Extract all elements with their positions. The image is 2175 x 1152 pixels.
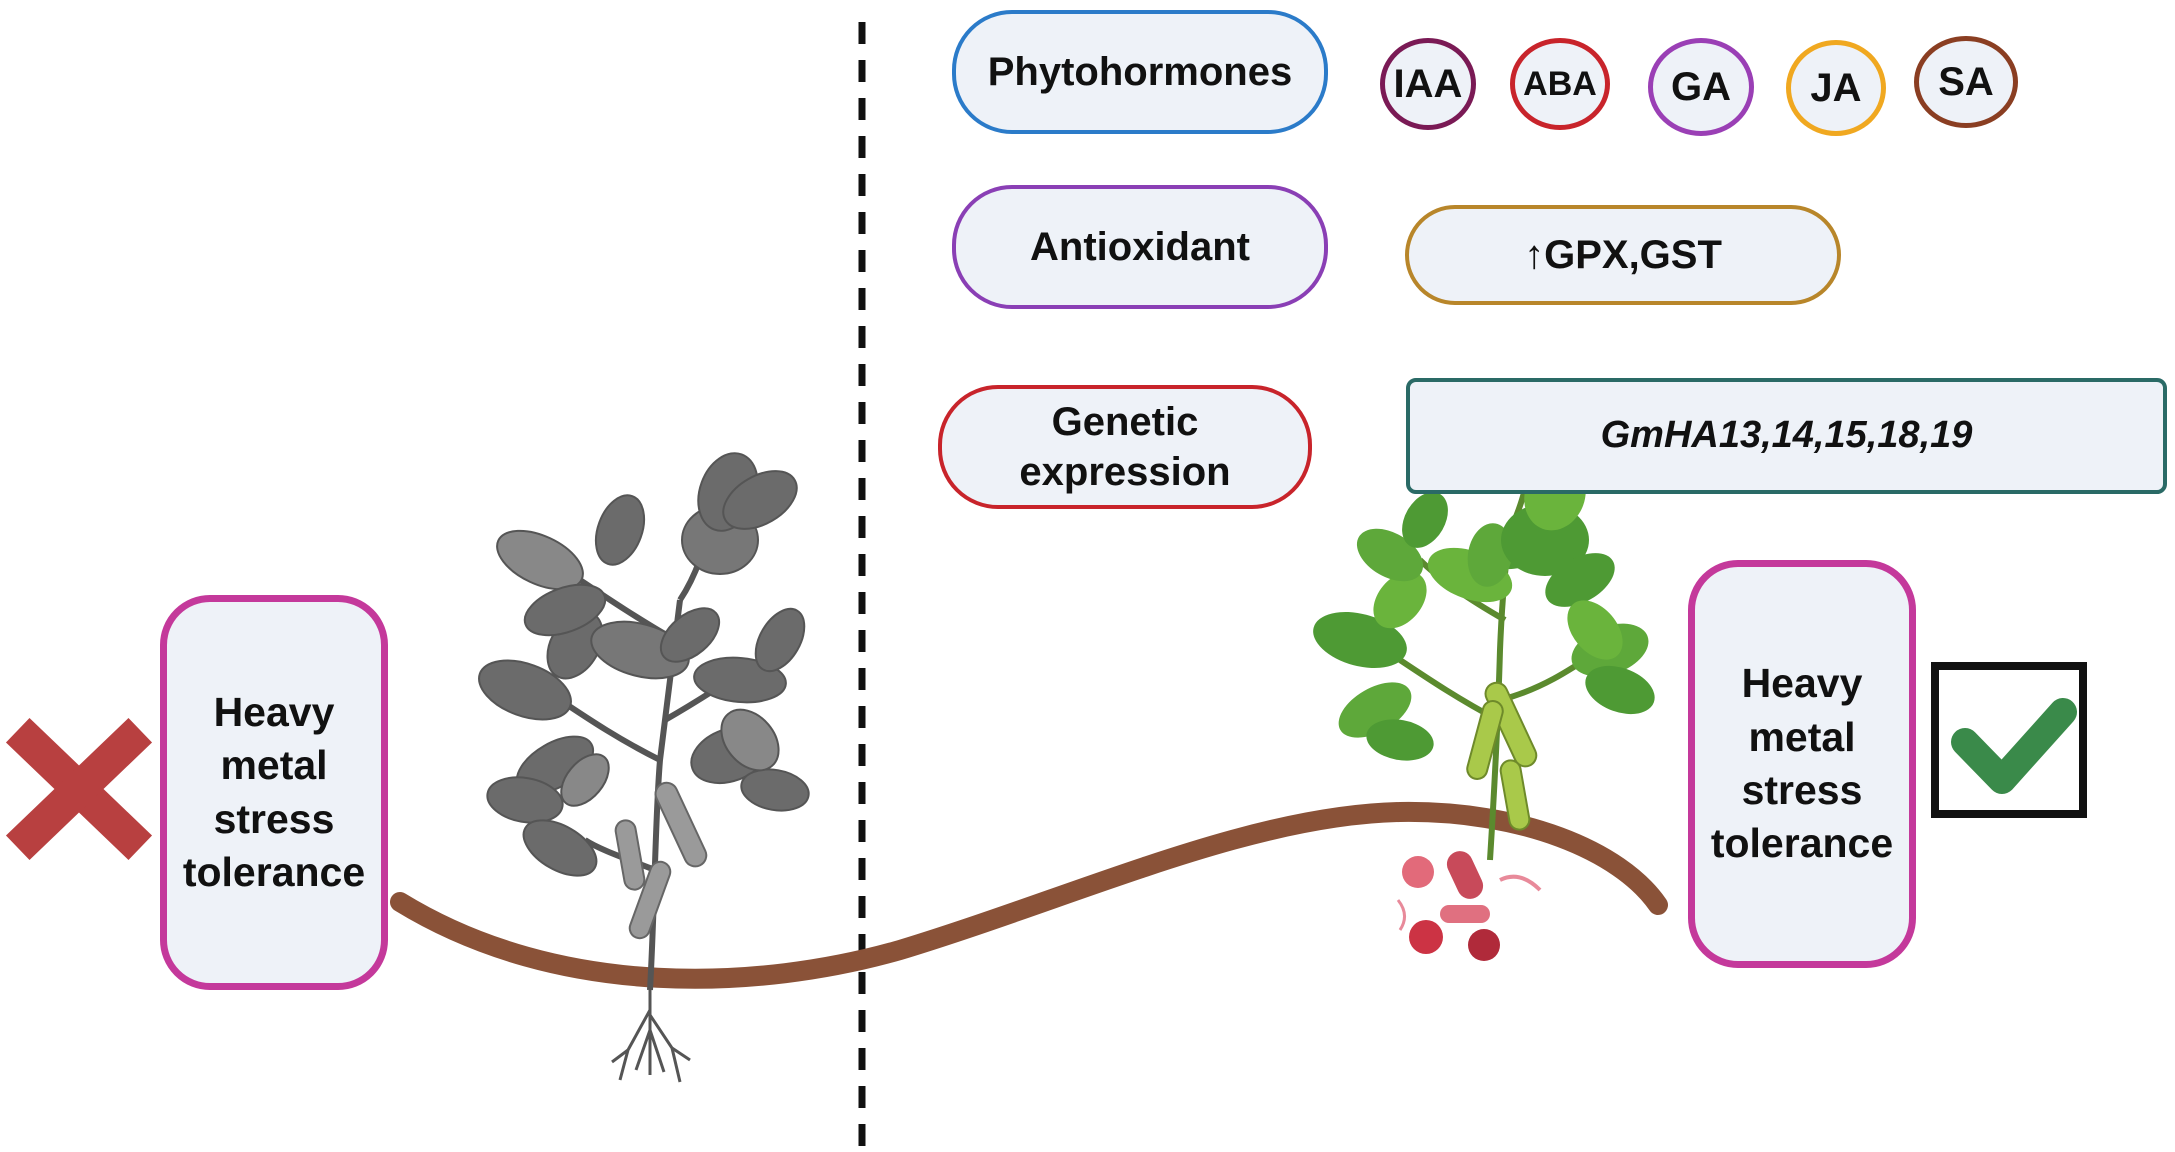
up-arrow-icon: ↑: [1524, 233, 1545, 277]
gene-expression-result: GmHA13,14,15,18,19: [1406, 378, 2167, 494]
left-tolerance-box: Heavy metal stress tolerance: [160, 595, 388, 990]
untreated-plant-icon: [478, 452, 810, 1083]
treated-plant-icon: [1313, 459, 1655, 961]
right-tolerance-box: Heavy metal stress tolerance: [1688, 560, 1916, 968]
hormone-ja: JA: [1786, 40, 1886, 136]
antioxidant-label: Antioxidant: [952, 185, 1328, 309]
hormone-ga: GA: [1648, 38, 1754, 136]
phytohormones-label: Phytohormones: [952, 10, 1328, 134]
soil-line: [390, 801, 1668, 989]
hormone-iaa: IAA: [1380, 38, 1476, 130]
antioxidant-result: ↑ GPX,GST: [1405, 205, 1841, 305]
hormone-aba: ABA: [1510, 38, 1610, 130]
checkmark-icon: [1931, 662, 2087, 818]
hormone-sa: SA: [1914, 36, 2018, 128]
cross-icon: [5, 717, 153, 861]
microbes-icon: [1396, 851, 1542, 961]
genetic-expression-label: Genetic expression: [938, 385, 1312, 509]
